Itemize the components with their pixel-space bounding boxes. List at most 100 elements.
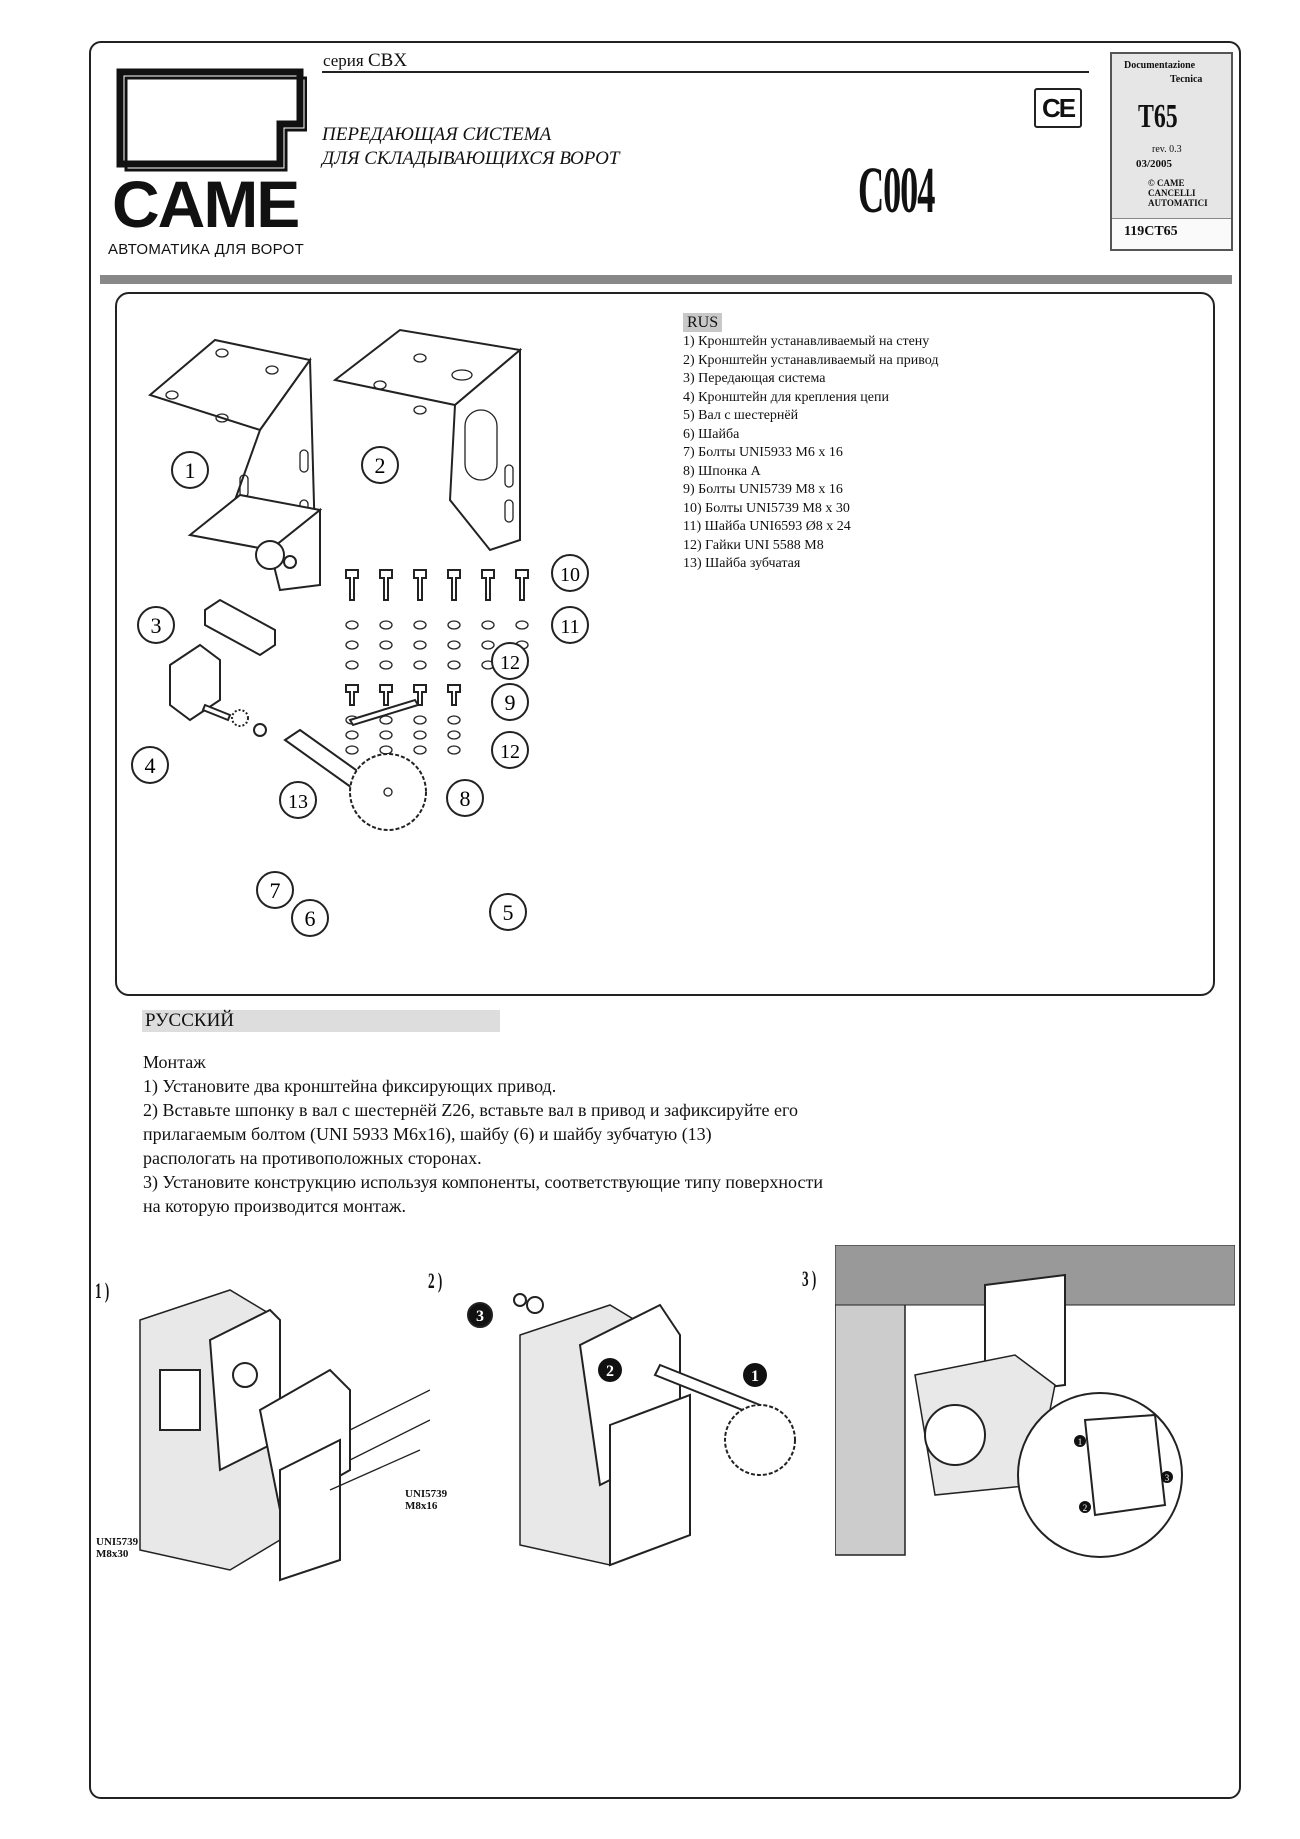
legend-item: 5) Вал с шестернёй [683,408,799,423]
drive-bracket-drawing [332,328,523,552]
washer [481,620,495,630]
svg-text:2: 2 [1083,1503,1088,1513]
svg-text:4: 4 [145,753,156,778]
washer [345,620,359,630]
callout-3: 3 [137,606,175,644]
legend-item: 6) Шайба [683,426,740,442]
series-label: серия CBX [323,50,408,71]
nut [413,730,427,740]
callout-8: 8 [446,779,484,817]
washer [345,660,359,670]
legend-item: 10) Болты UNI5739 M8 x 30 [683,500,850,516]
legend-item: 12) Гайки UNI 5588 M8 [683,537,824,553]
legend-item: 1) Кронштейн устанавливаемый на стену [683,334,930,349]
legend-item: 2) Кронштейн устанавливаемый на привод [683,352,939,368]
svg-text:2: 2 [375,453,386,478]
legend-item: 13) Шайба зубчатая [683,556,801,571]
callout-11: 11 [551,606,589,644]
parts-language-tag: RUS [683,313,723,332]
bolt-m8x16 [379,684,393,706]
washer [447,640,461,650]
legend-item: 7) Болты UNI5933 M6 x 16 [683,445,843,460]
nut [413,745,427,755]
instruction-line: 3) Установите конструкцию используя комп… [143,1172,823,1192]
step-2-label: 2 ) [428,1268,443,1293]
washer [379,640,393,650]
svg-text:6: 6 [305,906,316,931]
svg-text:11: 11 [560,616,579,638]
callout-9: 9 [491,683,529,721]
transmission-assembly-drawing [187,493,323,592]
svg-text:9: 9 [505,690,516,715]
svg-text:1: 1 [185,458,196,483]
washer [515,620,529,630]
callout-12b: 12 [491,731,529,769]
bolt-m8x30 [413,569,427,601]
callout-5: 5 [489,893,527,931]
callout-1: 1 [171,451,209,489]
parts-legend: 1) Кронштейн устанавливаемый на стену 2)… [683,333,938,574]
bolt-m8x30 [515,569,529,601]
bolts-and-nuts-drawing [345,569,529,755]
callout-4: 4 [131,746,169,784]
washer [413,620,427,630]
callout-2: 2 [361,446,399,484]
language-section-header: РУССКИЙ [142,1010,500,1032]
nut [413,715,427,725]
bolt-m8x16 [447,684,461,706]
washer [447,660,461,670]
came-logo [112,64,307,264]
washer [413,640,427,650]
nut [447,715,461,725]
callout-layer: 1 2 3 4 5 6 7 8 9 10 11 12 12 13 [131,446,589,937]
doc-number: 119CT65 [1124,224,1178,239]
instruction-line: 2) Вставьте шпонку в вал с шестернёй Z26… [143,1100,798,1120]
bolt-m8x16 [413,684,427,706]
parts-panel [115,292,1215,996]
instruction-line: прилагаемым болтом (UNI 5933 M6x16), шай… [143,1124,712,1144]
nut [345,730,359,740]
washer [379,620,393,630]
instruction-line: на которую производится монтаж. [143,1196,406,1216]
svg-text:3: 3 [476,1308,484,1325]
svg-text:13: 13 [288,791,308,813]
instructions-heading: Монтаж [143,1052,206,1072]
bolt-m8x30 [379,569,393,601]
washer [481,640,495,650]
washer [345,640,359,650]
callout-13: 13 [279,781,317,819]
bolt-m8x30 [447,569,461,601]
step-3-illustration: 1 2 3 [835,1245,1235,1558]
legend-item: 8) Шпонка А [683,463,761,479]
washer [379,660,393,670]
nut [379,715,393,725]
legend-item: 3) Передающая система [683,371,826,386]
brand-name: CAME [112,167,300,241]
instruction-line: распологать на противоположных сторонах. [143,1148,482,1168]
nut [379,730,393,740]
callout-10: 10 [551,554,589,592]
svg-text:3: 3 [151,613,162,638]
document-info-box: Documentazione Tecnica T65 rev. 0.3 03/2… [1110,52,1233,251]
washer [447,620,461,630]
step-1-illustration [139,1289,430,1582]
brand-tagline: АВТОМАТИКА ДЛЯ ВОРОТ [108,241,305,258]
legend-item: 9) Болты UNI5739 M8 x 16 [683,482,843,497]
nut [345,745,359,755]
svg-text:10: 10 [560,564,580,586]
bolt-m8x30 [481,569,495,601]
installation-instructions: Монтаж 1) Установите два кронштейна фикс… [143,1050,823,1218]
shaft-gear-drawing [201,703,427,831]
callout-7: 7 [256,871,294,909]
legend-item: 4) Кронштейн для крепления цепи [683,389,889,405]
svg-text:2: 2 [606,1363,614,1380]
nut [447,730,461,740]
svg-text:12: 12 [500,652,520,674]
svg-text:7: 7 [270,878,281,903]
instruction-line: 1) Установите два кронштейна фиксирующих… [143,1076,557,1096]
callout-12a: 12 [491,642,529,680]
washer [413,660,427,670]
bolt-m8x30 [345,569,359,601]
